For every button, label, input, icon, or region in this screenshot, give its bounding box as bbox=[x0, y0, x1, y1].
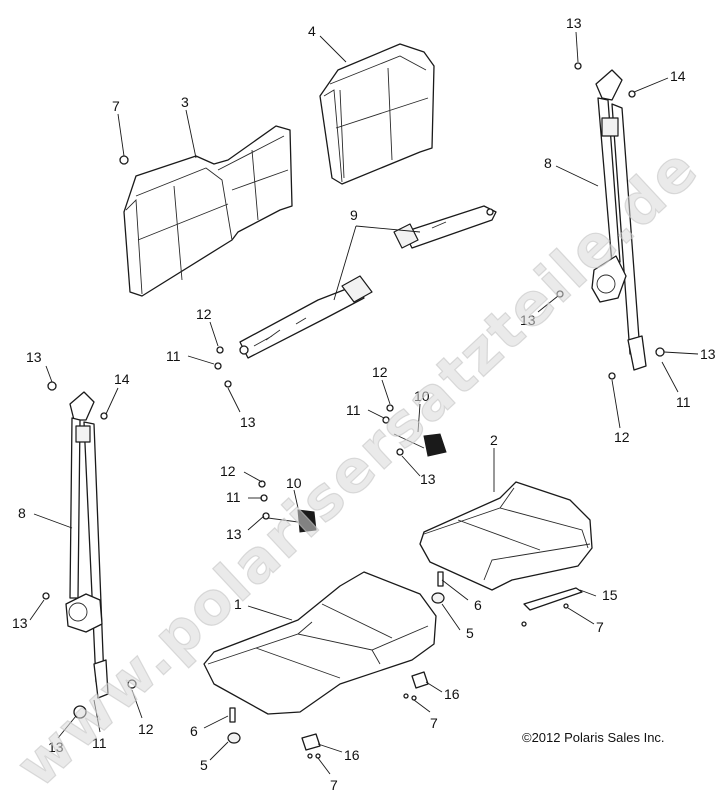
callout-13: 13 bbox=[566, 15, 582, 31]
bracket-part-15 bbox=[523, 587, 583, 611]
seat-bottom-part-2 bbox=[419, 481, 593, 591]
callout-8: 8 bbox=[544, 155, 552, 171]
callout-13: 13 bbox=[48, 739, 64, 755]
callout-13: 13 bbox=[12, 615, 28, 631]
callout-7: 7 bbox=[330, 777, 338, 793]
callout-11: 11 bbox=[676, 394, 691, 410]
watermark-text: www.polarisersatzteile.de bbox=[3, 134, 711, 801]
callout-13: 13 bbox=[26, 349, 42, 365]
callout-4: 4 bbox=[308, 23, 316, 39]
callout-13: 13 bbox=[226, 526, 242, 542]
buckle-part-10-upper bbox=[393, 433, 447, 457]
callout-15: 15 bbox=[602, 587, 618, 603]
plate-part-16-b bbox=[301, 733, 321, 751]
callout-16: 16 bbox=[344, 747, 360, 763]
callout-5: 5 bbox=[466, 625, 474, 641]
callout-12: 12 bbox=[220, 463, 236, 479]
callout-11: 11 bbox=[92, 735, 107, 751]
callout-3: 3 bbox=[181, 94, 189, 110]
callout-6: 6 bbox=[474, 597, 482, 613]
callout-12: 12 bbox=[372, 364, 388, 380]
callout-5: 5 bbox=[200, 757, 208, 773]
callout-7: 7 bbox=[112, 98, 120, 114]
callout-16: 16 bbox=[444, 686, 460, 702]
callout-14: 14 bbox=[114, 371, 130, 387]
callout-11: 11 bbox=[166, 348, 181, 364]
callout-12: 12 bbox=[138, 721, 154, 737]
callout-10: 10 bbox=[414, 388, 430, 404]
callout-13: 13 bbox=[700, 346, 716, 362]
callout-6: 6 bbox=[190, 723, 198, 739]
lap-belt-part-9 bbox=[239, 205, 497, 359]
buckle-part-10-lower bbox=[267, 509, 317, 533]
callout-13: 13 bbox=[240, 414, 256, 430]
callout-7: 7 bbox=[596, 619, 604, 635]
callout-9: 9 bbox=[350, 207, 358, 223]
callout-11: 11 bbox=[226, 489, 241, 505]
callout-8: 8 bbox=[18, 505, 26, 521]
callout-7: 7 bbox=[430, 715, 438, 731]
seat-bottom-part-1 bbox=[203, 571, 437, 715]
bumper-part-5-a bbox=[431, 592, 445, 604]
bumper-part-5-b bbox=[227, 732, 241, 744]
pin-part-6-a bbox=[437, 571, 444, 587]
callout-14: 14 bbox=[670, 68, 686, 84]
plate-part-16-a bbox=[411, 671, 429, 689]
seat-back-part-4 bbox=[319, 43, 435, 185]
copyright-text: ©2012 Polaris Sales Inc. bbox=[522, 730, 665, 745]
callout-labels: 4 13 7 3 14 8 9 12 13 13 11 14 12 13 13 … bbox=[12, 15, 716, 793]
callout-10: 10 bbox=[286, 475, 302, 491]
callout-12: 12 bbox=[196, 306, 212, 322]
callout-1: 1 bbox=[234, 596, 242, 612]
callout-13: 13 bbox=[420, 471, 436, 487]
callout-2: 2 bbox=[490, 432, 498, 448]
shoulder-belt-left-part-8 bbox=[65, 391, 109, 719]
callout-12: 12 bbox=[614, 429, 630, 445]
callout-11: 11 bbox=[346, 402, 361, 418]
pin-part-6-b bbox=[229, 707, 236, 723]
shoulder-belt-right-part-8 bbox=[591, 69, 647, 371]
leader-lines bbox=[29, 31, 699, 775]
seat-back-part-3 bbox=[123, 125, 293, 297]
callout-13: 13 bbox=[520, 312, 536, 328]
